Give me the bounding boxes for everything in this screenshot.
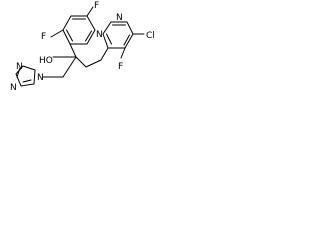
atom-labels: F F HO N N N N N Cl F	[10, 1, 155, 93]
fluorine-label-top: F	[94, 1, 99, 11]
fluorine-label-pyrimidine: F	[118, 62, 123, 72]
bonds	[15, 6, 145, 87]
triazole-n-label-2: N	[16, 62, 23, 72]
triazole-n-label-3: N	[10, 83, 17, 93]
pyrimidine-n-label-1: N	[96, 30, 103, 40]
chlorine-label: Cl	[146, 31, 155, 41]
molecule-structure: F F HO N N N N N Cl F	[10, 1, 155, 93]
fluorine-label-left: F	[41, 32, 46, 42]
hydroxyl-label: HO	[39, 56, 53, 66]
triazole-n-label-1: N	[37, 73, 44, 83]
pyrimidine-n-label-2: N	[116, 13, 123, 23]
